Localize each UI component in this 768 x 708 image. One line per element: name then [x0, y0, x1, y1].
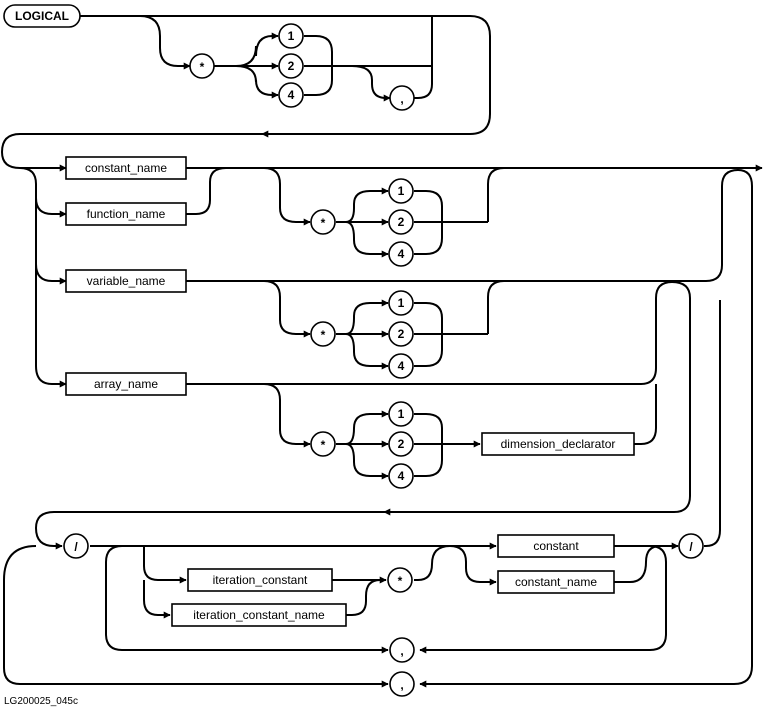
star-circle: *	[189, 53, 215, 79]
logical-keyword: LOGICAL	[3, 4, 81, 28]
length-1-circle: 1	[388, 178, 414, 204]
length-1-circle: 1	[278, 23, 304, 49]
svg-text:variable_name: variable_name	[87, 274, 166, 288]
svg-text:,: ,	[400, 678, 403, 692]
svg-text:1: 1	[398, 296, 405, 310]
svg-text:1: 1	[288, 29, 295, 43]
svg-text:constant: constant	[533, 539, 579, 553]
svg-text:constant_name: constant_name	[85, 161, 167, 175]
constant-name-box: constant_name	[497, 570, 615, 594]
star-circle: *	[387, 567, 413, 593]
function-name-box: function_name	[65, 202, 187, 226]
svg-text:*: *	[321, 216, 326, 230]
length-1-circle: 1	[388, 401, 414, 427]
star-circle: *	[310, 431, 336, 457]
svg-text:,: ,	[400, 644, 403, 658]
comma-circle: ,	[389, 671, 415, 697]
comma-circle: ,	[389, 637, 415, 663]
length-4-circle: 4	[278, 82, 304, 108]
svg-text:*: *	[200, 60, 205, 74]
svg-text:1: 1	[398, 184, 405, 198]
constant-box: constant	[497, 534, 615, 558]
svg-text:array_name: array_name	[94, 377, 158, 391]
connector-lines	[0, 15, 763, 688]
length-4-circle: 4	[388, 241, 414, 267]
length-2-circle: 2	[278, 53, 304, 79]
dimension-declarator-box: dimension_declarator	[481, 432, 635, 456]
star-circle: *	[310, 209, 336, 235]
length-1-circle: 1	[388, 290, 414, 316]
svg-text:2: 2	[398, 215, 405, 229]
svg-text:*: *	[321, 328, 326, 342]
svg-text:2: 2	[288, 59, 295, 73]
constant-name-box: constant_name	[65, 156, 187, 180]
variable-name-box: variable_name	[65, 269, 187, 293]
iteration-constant-name-box: iteration_constant_name	[171, 603, 347, 627]
svg-text:4: 4	[398, 247, 405, 261]
comma-circle: ,	[389, 85, 415, 111]
length-4-circle: 4	[388, 353, 414, 379]
slash-circle: /	[63, 533, 89, 559]
iteration-constant-box: iteration_constant	[187, 568, 333, 592]
svg-text:4: 4	[398, 469, 405, 483]
slash-circle: /	[678, 533, 704, 559]
svg-text:1: 1	[398, 407, 405, 421]
array-name-box: array_name	[65, 372, 187, 396]
logical-keyword-label: LOGICAL	[15, 9, 69, 23]
length-2-circle: 2	[388, 431, 414, 457]
svg-text:,: ,	[400, 92, 403, 106]
figure-id-label: LG200025_045c	[4, 696, 78, 707]
star-circle: *	[310, 321, 336, 347]
svg-text:function_name: function_name	[87, 207, 166, 221]
svg-text:*: *	[398, 574, 403, 588]
svg-text:2: 2	[398, 437, 405, 451]
svg-text:*: *	[321, 438, 326, 452]
length-2-circle: 2	[388, 321, 414, 347]
svg-text:iteration_constant_name: iteration_constant_name	[193, 608, 325, 622]
svg-text:4: 4	[398, 359, 405, 373]
svg-text:constant_name: constant_name	[515, 575, 597, 589]
svg-text:/: /	[689, 540, 693, 554]
svg-text:/: /	[74, 540, 78, 554]
svg-text:2: 2	[398, 327, 405, 341]
svg-text:iteration_constant: iteration_constant	[213, 573, 308, 587]
length-2-circle: 2	[388, 209, 414, 235]
svg-text:dimension_declarator: dimension_declarator	[501, 437, 616, 451]
length-4-circle: 4	[388, 463, 414, 489]
svg-text:4: 4	[288, 88, 295, 102]
